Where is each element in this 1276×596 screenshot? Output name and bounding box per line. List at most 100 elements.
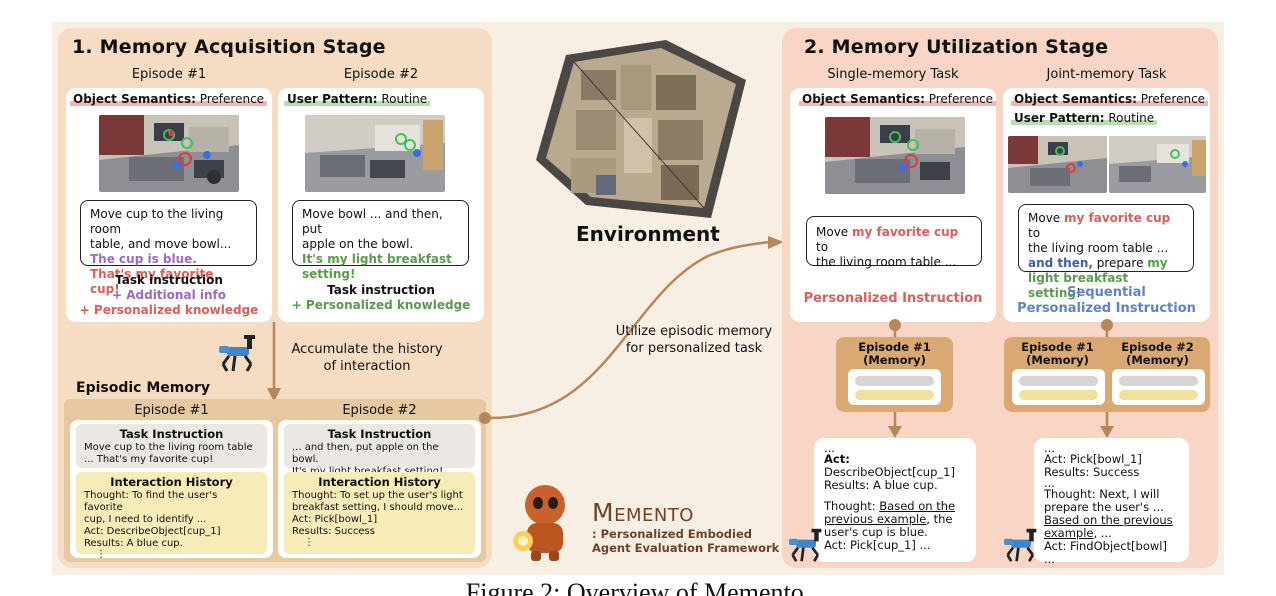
task-line: Move cup to the living room table xyxy=(84,442,253,453)
robot-dog-icon xyxy=(219,335,255,372)
memory-pill-yellow xyxy=(1119,390,1198,400)
result-line: ... xyxy=(1044,441,1055,455)
stage2-title: 2. Memory Utilization Stage xyxy=(804,36,1109,58)
memory-pill-grey xyxy=(1019,376,1098,386)
memento-mascot-icon xyxy=(513,485,565,561)
bubble-line: Move bowl ... and then, put xyxy=(302,207,443,236)
sequential-line: Sequential xyxy=(1067,285,1146,300)
sequential-line: Personalized Instruction xyxy=(1017,301,1196,316)
joint-task-scene-image-1 xyxy=(1008,136,1107,193)
result-line: ... xyxy=(824,441,835,455)
tag-bold: Object Semantics: xyxy=(1014,92,1137,106)
tag-bold: User Pattern: xyxy=(1014,111,1105,125)
joint-result-card: ... Act: Pick[bowl_1] Results: Success .… xyxy=(1034,438,1189,566)
environment-label: Environment xyxy=(576,222,720,246)
tag-bold: User Pattern: xyxy=(287,92,378,106)
bubble-line: apple on the bowl. xyxy=(302,237,414,251)
bubble-text: Move xyxy=(1028,211,1064,225)
stage1-episode1-label: Episode #1 xyxy=(131,67,207,82)
legend-personalized-knowledge: + Personalized knowledge xyxy=(291,298,471,312)
memory-episode1-task-box: Task Instruction Move cup to the living … xyxy=(76,424,267,468)
result-line: ... xyxy=(1044,476,1055,490)
memory-pill-yellow xyxy=(1019,390,1098,400)
bubble-line: table, and move bowl... xyxy=(90,237,232,251)
history-line: breakfast setting, I should move... xyxy=(292,502,464,513)
bubble-text: prepare xyxy=(1092,256,1148,270)
legend-title: Task instruction xyxy=(115,273,223,287)
task-instruction-title: Task Instruction xyxy=(327,427,432,441)
result-text: Thought: xyxy=(824,499,880,513)
episodic-memory-title: Episodic Memory xyxy=(76,380,210,396)
memory-reference: previous example xyxy=(824,512,927,526)
result-line: Thought: Next, I will xyxy=(1044,487,1160,501)
joint-memory-task-label: Joint-memory Task xyxy=(1046,67,1167,82)
result-text: , the xyxy=(926,512,953,526)
memory-pill-grey xyxy=(1119,376,1198,386)
bubble-line: and then, prepare my xyxy=(1028,256,1184,271)
memory-label-line: Episode #1 xyxy=(1021,340,1094,354)
tag-rest: Preference xyxy=(1136,92,1206,106)
result-line: Act: Pick[bowl_1] xyxy=(1044,452,1142,466)
episode1-scene-image xyxy=(99,115,239,192)
history-line: cup, I need to identify ... xyxy=(84,514,207,525)
memory-label-line: (Memory) xyxy=(863,353,926,367)
sequential-instruction-label: Sequential Personalized Instruction xyxy=(1003,285,1210,317)
result-line: prepare the user's ... xyxy=(1044,500,1164,514)
tag-rest: Routine xyxy=(1104,111,1155,125)
stage1-episode2-label: Episode #2 xyxy=(343,67,419,82)
tag-bold: Object Semantics: xyxy=(802,92,925,106)
interaction-history-title: Interaction History xyxy=(110,475,233,489)
history-line: Thought: To find the user's favorite xyxy=(84,490,218,513)
personalized-knowledge-text: It's my light breakfast xyxy=(302,252,452,266)
additional-info-text: The cup is blue. xyxy=(90,252,197,266)
history-ellipsis: ⋮ xyxy=(304,537,314,548)
memory-pill-yellow xyxy=(855,390,934,400)
result-text: , ... xyxy=(1093,526,1112,540)
tag-rest: Routine xyxy=(377,92,428,106)
legend-title: Task instruction xyxy=(327,283,435,297)
legend-personalized-knowledge: + Personalized knowledge xyxy=(79,303,259,317)
tag-bold: Object Semantics: xyxy=(73,92,196,106)
tag-rest: Preference xyxy=(924,92,994,106)
task-line: It's my light breakfast setting! xyxy=(292,466,467,478)
utilize-line: Utilize episodic memory xyxy=(615,324,773,339)
memento-name: Memento xyxy=(592,498,694,527)
single-memory-task-label: Single-memory Task xyxy=(827,67,959,82)
joint-result-arrow xyxy=(1100,412,1114,438)
personalized-knowledge-text: setting! xyxy=(302,267,356,281)
memory-episode2-task-box: Task Instruction ... and then, put apple… xyxy=(284,424,475,477)
bubble-line: the living room table ... xyxy=(1028,241,1169,255)
history-line: Act: Pick[bowl_1] xyxy=(292,514,378,525)
task-line: ... That's my favorite cup! xyxy=(84,454,214,465)
joint-memory-label-1: Episode #1 (Memory) xyxy=(1010,341,1105,367)
memory-reference: example xyxy=(1044,526,1094,540)
robot-dog-icon xyxy=(789,528,822,562)
single-memory-label: Episode #1 (Memory) xyxy=(836,341,953,367)
environment-3d-map xyxy=(536,40,746,218)
memory-pill-grey xyxy=(855,376,934,386)
memory-episode1-label: Episode #1 xyxy=(134,403,209,418)
history-line: Act: DescribeObject[cup_1] xyxy=(84,526,221,537)
episode2-instruction-legend: Task instruction + Personalized knowledg… xyxy=(278,283,484,313)
history-line: Results: Success xyxy=(292,526,375,537)
joint-task-scene-image-2 xyxy=(1109,136,1206,193)
episode1-instruction-legend: Task instruction + Additional info + Per… xyxy=(66,273,272,318)
tag-rest: Preference xyxy=(195,92,265,106)
bubble-text: to xyxy=(816,240,829,254)
personalized-reference: my xyxy=(1147,256,1168,270)
memory-episode2-label: Episode #2 xyxy=(342,403,417,418)
result-line: Act: Pick[cup_1] ... xyxy=(824,538,931,552)
memento-subtitle-line: : Personalized Embodied xyxy=(592,527,752,541)
result-line: previous example, the xyxy=(824,513,966,526)
accumulate-label: Accumulate the history of interaction xyxy=(282,341,452,375)
single-task-scene-image xyxy=(825,117,965,194)
result-line: Act: FindObject[bowl] ... xyxy=(1044,539,1167,566)
bubble-line: Move my favorite cup to xyxy=(1028,211,1184,241)
utilize-line: for personalized task xyxy=(625,341,763,356)
personalized-reference: light breakfast setting xyxy=(1028,271,1129,300)
interaction-history-title: Interaction History xyxy=(318,475,441,489)
result-line: Results: Success xyxy=(1044,465,1140,479)
bubble-text: ! xyxy=(1076,286,1081,300)
figure-caption: Figure 2: Overview of Memento. xyxy=(465,578,811,596)
episode1-tag: Object Semantics: Preference xyxy=(70,92,268,106)
